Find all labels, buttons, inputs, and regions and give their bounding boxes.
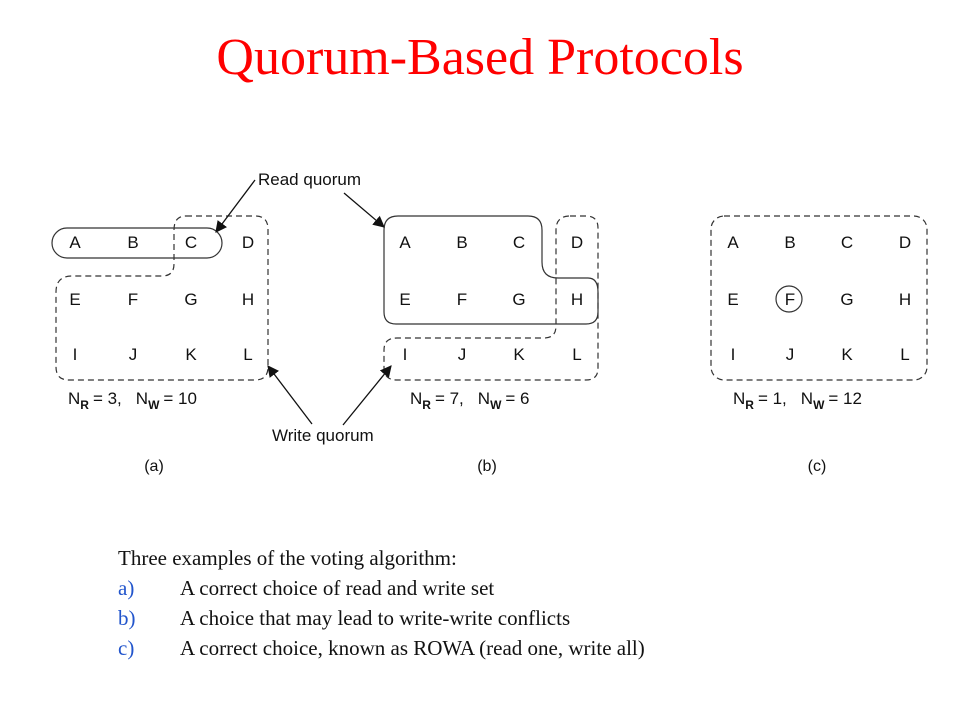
node-A: A [727, 233, 739, 252]
caption-item-b: b) A choice that may lead to write-write… [118, 603, 570, 633]
node-C: C [185, 233, 197, 252]
caption: Three examples of the voting algorithm: … [118, 543, 645, 663]
panel-a-formula: NR= 3,NW= 10 [68, 389, 197, 412]
panel-c-write-quorum [710, 215, 928, 381]
node-H: H [571, 290, 583, 309]
caption-marker-c: c) [118, 636, 135, 660]
panel-a-write-quorum [55, 215, 269, 381]
panel-c: A B C D E F G H I J K L NR= 1,NW= 12 (c) [710, 215, 928, 475]
panel-a-grid: A B C D E F G H I J K L [69, 233, 254, 364]
node-E: E [727, 290, 738, 309]
caption-item-c: c) A correct choice, known as ROWA (read… [118, 633, 645, 663]
node-B: B [784, 233, 795, 252]
node-D: D [571, 233, 583, 252]
node-K: K [513, 345, 525, 364]
node-B: B [456, 233, 467, 252]
caption-text-a: A correct choice of read and write set [180, 576, 495, 600]
panel-c-read-quorum [775, 285, 803, 313]
panel-b: A B C D E F G H I J K L NR= 7,NW= 6 (b) [383, 215, 599, 475]
panel-b-grid: A B C D E F G H I J K L [399, 233, 583, 364]
write-quorum-arrow-b [342, 365, 392, 426]
node-I: I [731, 345, 736, 364]
caption-marker-b: b) [118, 606, 136, 630]
write-quorum-label: Write quorum [272, 426, 374, 445]
node-J: J [458, 345, 467, 364]
node-K: K [185, 345, 197, 364]
node-I: I [73, 345, 78, 364]
write-quorum-arrow-a [267, 365, 313, 425]
panel-b-write-quorum [383, 215, 599, 381]
node-G: G [184, 290, 197, 309]
node-L: L [900, 345, 909, 364]
node-F: F [457, 290, 467, 309]
node-C: C [513, 233, 525, 252]
panel-b-read-quorum [383, 215, 599, 325]
slide-title: Quorum-Based Protocols [216, 29, 744, 86]
node-K: K [841, 345, 853, 364]
node-A: A [399, 233, 411, 252]
node-D: D [242, 233, 254, 252]
node-L: L [572, 345, 581, 364]
caption-item-a: a) A correct choice of read and write se… [118, 573, 494, 603]
caption-intro: Three examples of the voting algorithm: [118, 546, 457, 570]
panel-a-read-quorum [51, 227, 223, 259]
quorum-diagram: A B C D E F G H I J K L NR= 3,NW= 10 (a)… [51, 170, 928, 475]
node-A: A [69, 233, 81, 252]
node-E: E [399, 290, 410, 309]
read-quorum-arrow-b [343, 192, 385, 228]
panel-a: A B C D E F G H I J K L NR= 3,NW= 10 (a) [51, 215, 269, 475]
node-E: E [69, 290, 80, 309]
node-J: J [786, 345, 795, 364]
node-G: G [840, 290, 853, 309]
node-L: L [243, 345, 252, 364]
panel-b-label: (b) [477, 458, 497, 475]
caption-text-b: A choice that may lead to write-write co… [180, 606, 571, 630]
node-F: F [128, 290, 138, 309]
node-G: G [512, 290, 525, 309]
node-J: J [129, 345, 138, 364]
panel-c-grid: A B C D E F G H I J K L [727, 233, 911, 364]
node-H: H [899, 290, 911, 309]
node-F: F [785, 290, 795, 309]
panel-c-label: (c) [808, 458, 827, 475]
node-H: H [242, 290, 254, 309]
read-quorum-arrow-a [215, 179, 256, 233]
panel-b-formula: NR= 7,NW= 6 [410, 389, 530, 412]
node-I: I [403, 345, 408, 364]
node-B: B [127, 233, 138, 252]
node-D: D [899, 233, 911, 252]
caption-text-c: A correct choice, known as ROWA (read on… [180, 636, 645, 660]
read-quorum-label: Read quorum [258, 170, 361, 189]
panel-a-label: (a) [144, 458, 164, 475]
panel-c-formula: NR= 1,NW= 12 [733, 389, 862, 412]
caption-marker-a: a) [118, 576, 135, 600]
node-C: C [841, 233, 853, 252]
